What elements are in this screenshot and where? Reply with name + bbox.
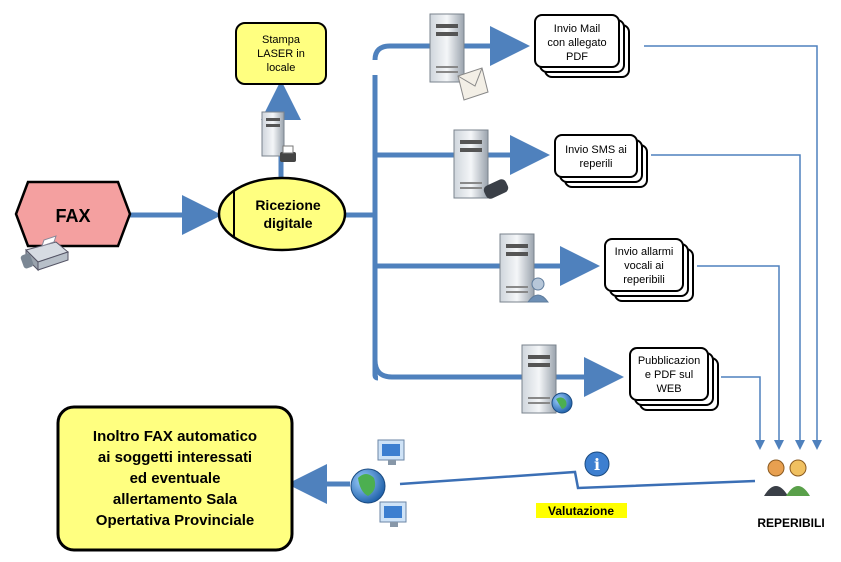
inoltro-line-4: allertamento Sala [113, 491, 238, 508]
fax-machine-icon [20, 235, 70, 272]
allarmi-line-3: reperibili [623, 274, 665, 286]
stampa-line-3: locale [267, 62, 296, 74]
sms-line-1: Invio SMS ai [565, 144, 627, 156]
ricezione-line-2: digitale [263, 215, 312, 231]
web-line-1: Pubblicazion [638, 355, 700, 367]
inoltro-node: Inoltro FAX automatico ai soggetti inter… [56, 405, 294, 552]
stampa-node: Stampa LASER in locale [235, 22, 327, 85]
valutazione-line [399, 470, 756, 490]
inoltro-line-5: Opertativa Provinciale [96, 512, 254, 529]
web-line-2: e PDF sul [645, 369, 693, 381]
valutazione-label: Valutazione [536, 503, 627, 518]
stampa-line-2: LASER in [257, 48, 305, 60]
stampa-line-1: Stampa [262, 34, 301, 46]
globe-network-icon [350, 439, 407, 527]
people-icon [764, 459, 810, 496]
ricezione-line-1: Ricezione [255, 197, 321, 213]
sms-node: Invio SMS ai reperili [554, 134, 648, 188]
allarmi-line-1: Invio allarmi [615, 246, 674, 258]
arrow-to-web [372, 357, 624, 397]
fax-node: FAX [14, 180, 132, 248]
inoltro-line-3: ed eventuale [130, 470, 221, 487]
inoltro-line-2: ai soggetti interessati [98, 449, 252, 466]
mail-line-2: con allegato [547, 37, 606, 49]
server-mail-icon [429, 13, 489, 101]
allarmi-node: Invio allarmi vocali ai reperibili [604, 238, 694, 302]
allarmi-line-2: vocali ai [624, 260, 664, 272]
fax-label: FAX [55, 206, 90, 226]
server-phone-icon [453, 129, 509, 199]
svg-text:i: i [594, 455, 600, 474]
inoltro-line-1: Inoltro FAX automatico [93, 428, 257, 445]
reperibili-label: REPERIBILI [757, 516, 824, 530]
web-node: Pubblicazion e PDF sul WEB [629, 347, 719, 411]
mail-line-1: Invio Mail [554, 23, 600, 35]
server-printer-icon [261, 111, 296, 162]
sms-line-2: reperili [579, 158, 612, 170]
mail-node: Invio Mail con allegato PDF [534, 14, 630, 78]
ricezione-node: Ricezione digitale [217, 176, 347, 252]
info-icon: i [584, 451, 610, 477]
server-globe-icon [521, 344, 573, 414]
web-line-3: WEB [656, 383, 681, 395]
branch-trunk [345, 75, 379, 381]
svg-text:Valutazione: Valutazione [548, 504, 614, 518]
server-user-icon [499, 233, 549, 303]
mail-line-3: PDF [566, 51, 588, 63]
thin-arrows [644, 45, 822, 450]
branch-top-curve [372, 26, 530, 66]
